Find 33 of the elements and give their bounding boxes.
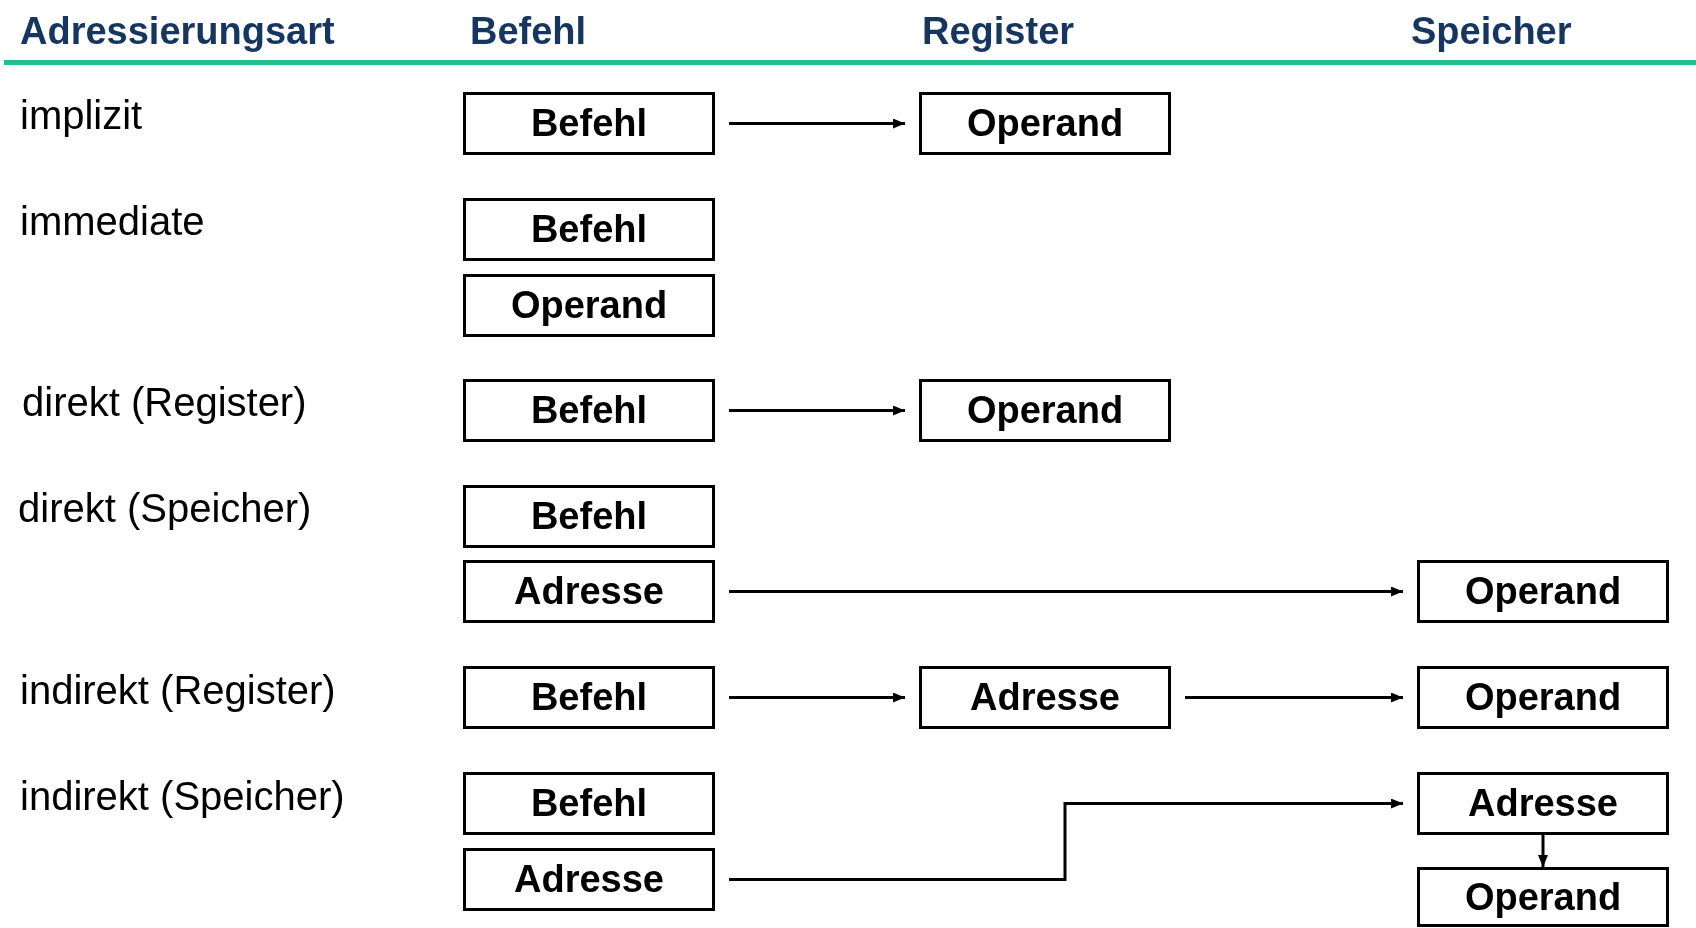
text-box: Adresse: [919, 666, 1171, 729]
text-box: Befehl: [463, 379, 715, 442]
text-box: Befehl: [463, 485, 715, 548]
text-box: Operand: [463, 274, 715, 337]
column-heading: Speicher: [1411, 12, 1572, 50]
text-box: Befehl: [463, 92, 715, 155]
text-box: Operand: [919, 379, 1171, 442]
row-label: implizit: [20, 95, 143, 135]
text-box: Befehl: [463, 198, 715, 261]
text-box: Operand: [1417, 666, 1669, 729]
row-label: indirekt (Speicher): [20, 776, 345, 816]
arrow: [729, 118, 905, 129]
row-label: direkt (Register): [22, 382, 307, 422]
text-box: Befehl: [463, 772, 715, 835]
row-label: direkt (Speicher): [18, 488, 312, 528]
text-box: Adresse: [463, 848, 715, 911]
arrow: [729, 405, 905, 416]
text-box: Befehl: [463, 666, 715, 729]
text-box: Operand: [1417, 867, 1669, 927]
row-label: indirekt (Register): [20, 670, 336, 710]
arrow: [1185, 692, 1403, 703]
text-box: Operand: [1417, 560, 1669, 623]
text-box: Adresse: [463, 560, 715, 623]
arrow: [1538, 835, 1548, 867]
row-label: immediate: [20, 201, 205, 241]
column-heading: Adressierungsart: [20, 12, 335, 50]
arrow: [729, 586, 1403, 597]
arrow: [729, 798, 1403, 881]
column-heading: Befehl: [470, 12, 587, 50]
text-box: Adresse: [1417, 772, 1669, 835]
arrow: [729, 692, 905, 703]
column-heading: Register: [922, 12, 1075, 50]
text-box: Operand: [919, 92, 1171, 155]
